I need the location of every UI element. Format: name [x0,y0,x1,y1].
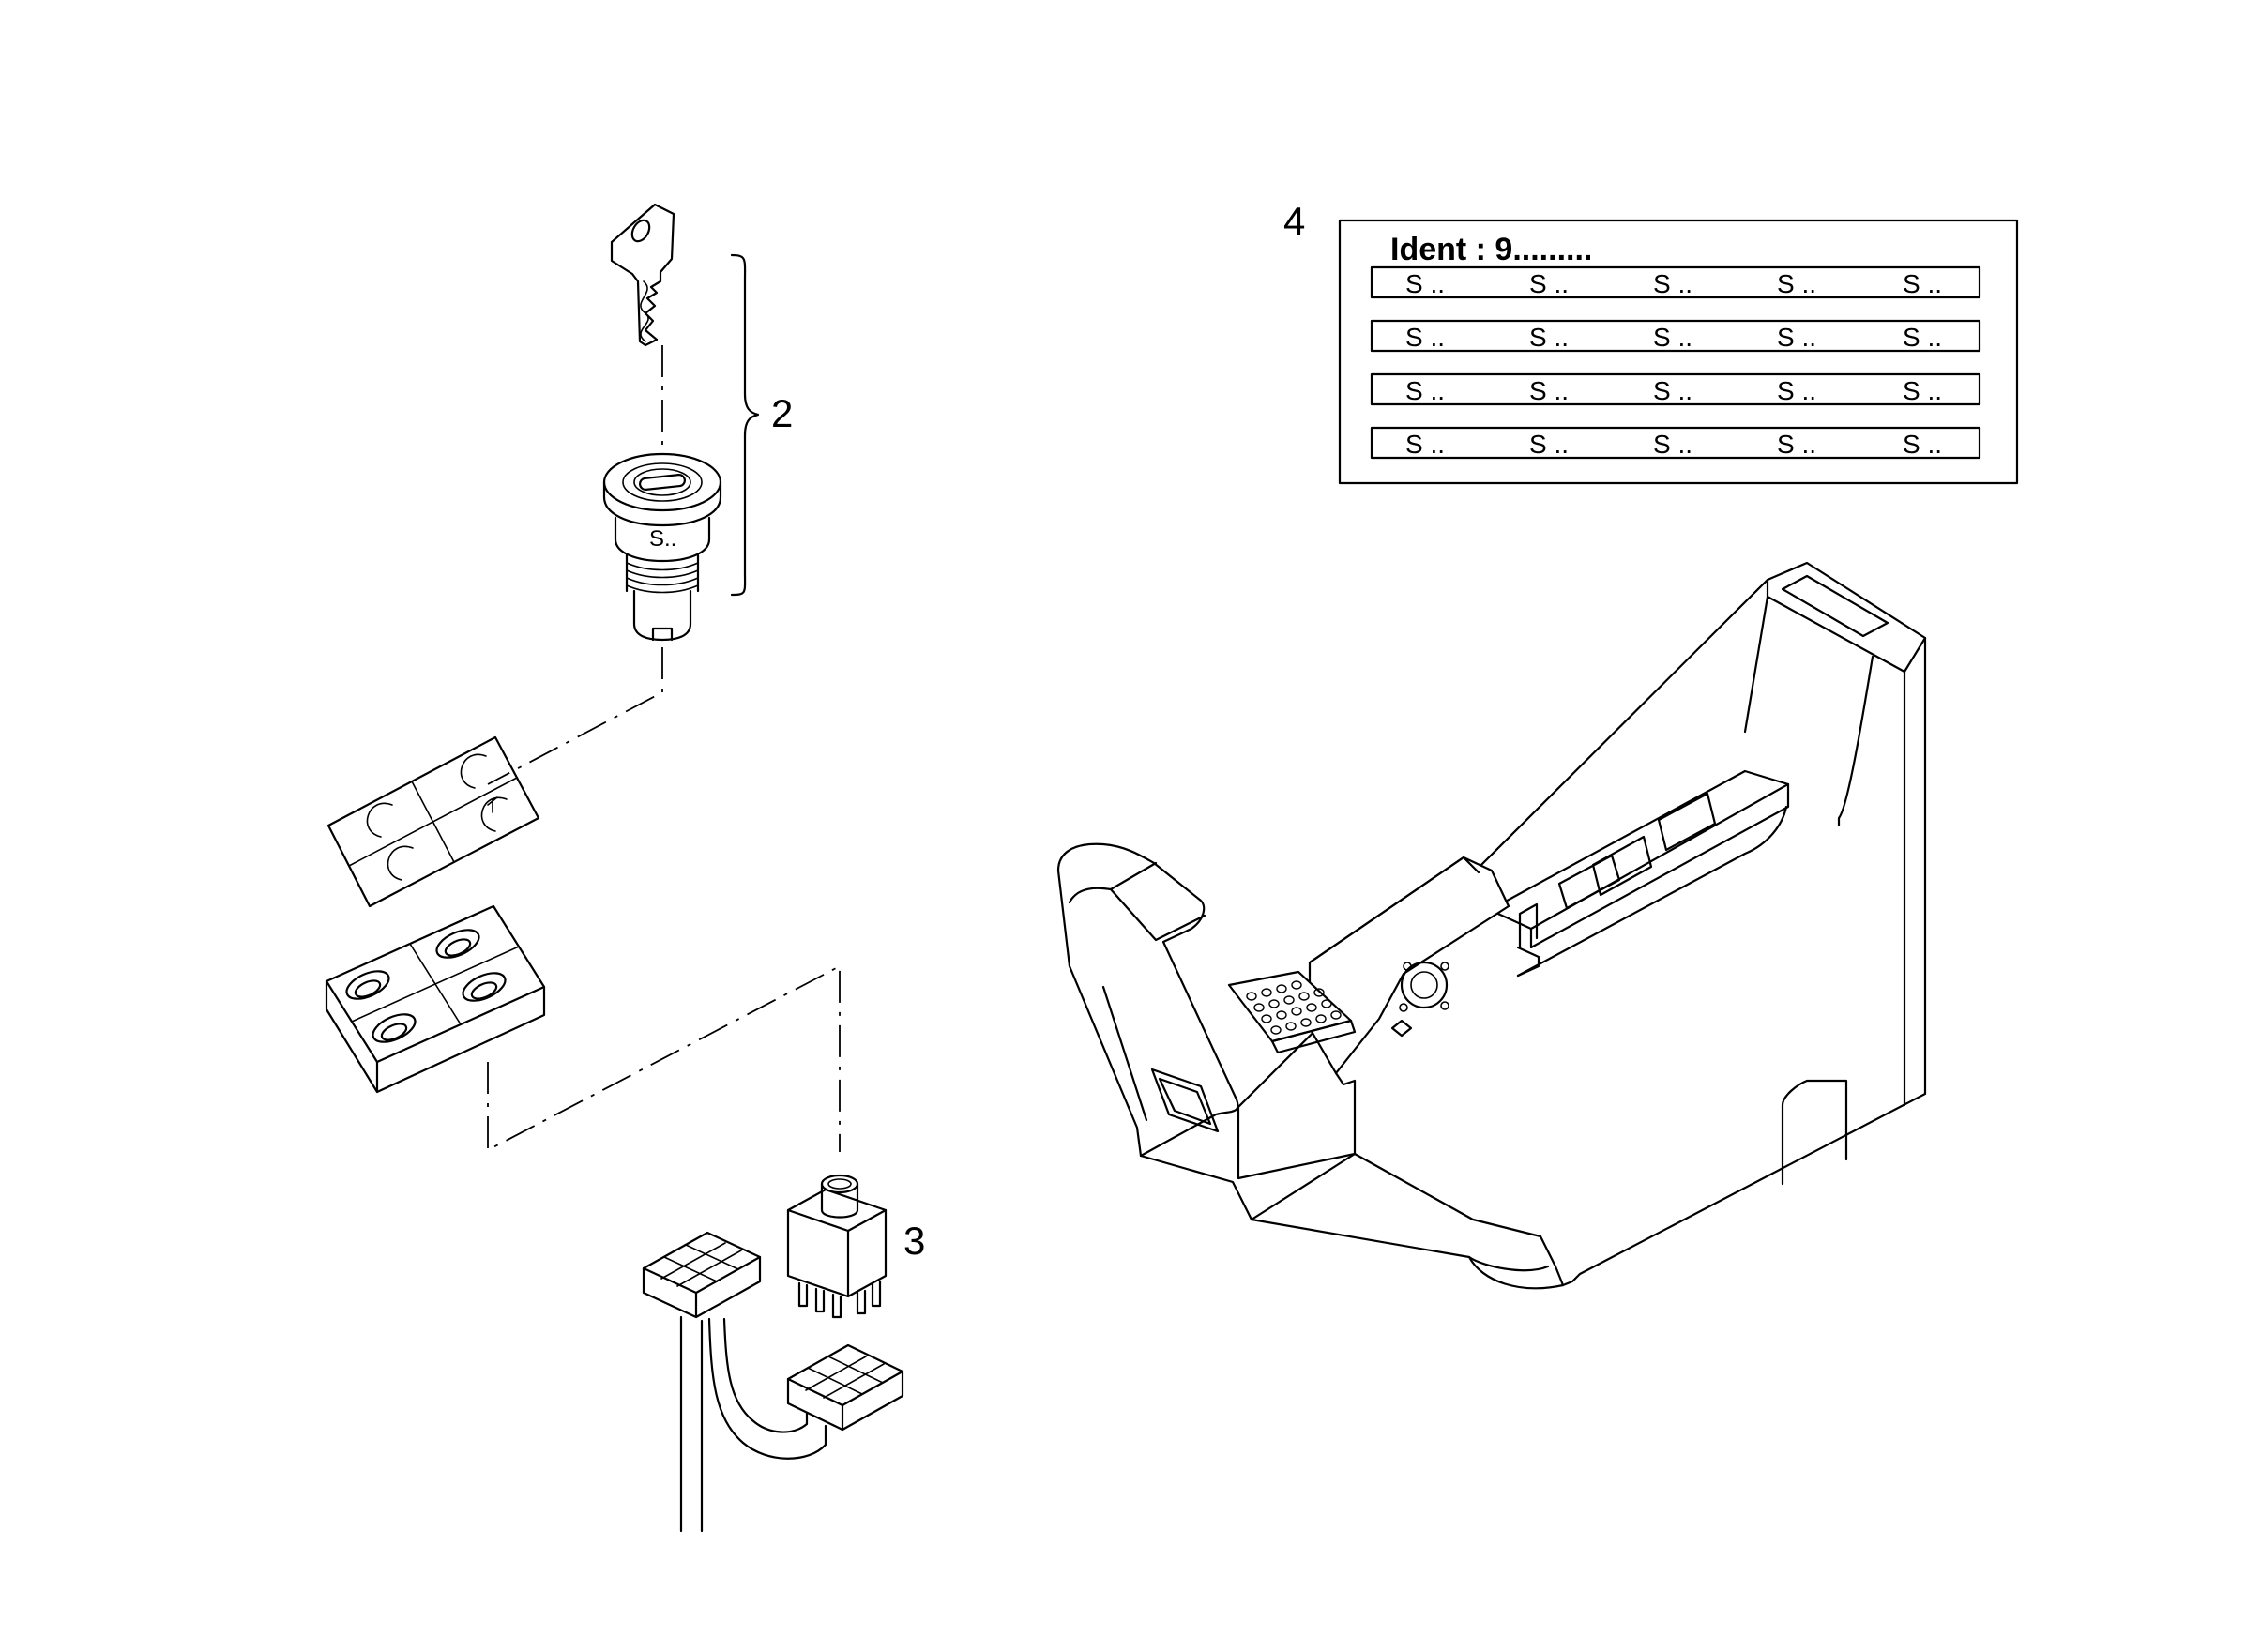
ident-label-row [1370,372,1981,406]
ident-label-cell: S .. [1529,269,1569,298]
ident-label-row [1370,319,1981,353]
item-2-callout: 2 [771,391,793,435]
ident-label-plate: Ident : 9......... S .. S .. S .. S .. S .. S… [1338,219,2019,485]
ident-label-cell: S .. [1653,269,1692,298]
key-icon [610,203,675,347]
ident-label-cell: S .. [1777,269,1816,298]
ident-label-cell: S .. [1405,430,1445,459]
lock-marking-text: S.. [649,526,676,552]
ident-label-row [1370,265,1981,299]
item-4-callout: 4 [1283,199,1305,243]
round-sticker-sheet-icon [326,735,540,908]
ident-label-cell: S .. [1903,430,1942,459]
ident-label-cell: S .. [1653,323,1692,352]
cab-console-icon [1056,561,1927,1290]
ident-label-cell: S .. [1405,323,1445,352]
ident-label-cell: S .. [1777,430,1816,459]
lock-to-label-line [487,647,663,785]
ident-label-cell: S .. [1777,376,1816,405]
ident-label-title: Ident : 9......... [1390,232,1592,267]
ident-label-cell: S .. [1405,376,1445,405]
ident-label-cell: S .. [1903,269,1942,298]
connector-a-icon [642,1231,762,1319]
item-2-bracket [730,253,760,597]
plate-to-relay-line [487,964,841,1152]
ident-label-cell: S .. [1529,323,1569,352]
ident-label-cell: S .. [1653,376,1692,405]
item-3-callout: 3 [903,1219,925,1263]
ident-label-cell: S .. [1903,376,1942,405]
ident-label-cell: S .. [1529,376,1569,405]
ident-label-cell: S .. [1777,323,1816,352]
ident-label-cell: S .. [1529,430,1569,459]
lock-cylinder-icon: S.. [602,452,722,642]
connector-b-icon [786,1343,904,1432]
ident-label-cell: S .. [1405,269,1445,298]
ident-label-cell: S .. [1903,323,1942,352]
wire-harness-icon [679,1315,827,1533]
mounting-plate-icon [325,904,546,1094]
relay-icon [786,1174,888,1319]
ident-label-cell: S .. [1653,430,1692,459]
ident-label-row [1370,426,1981,460]
